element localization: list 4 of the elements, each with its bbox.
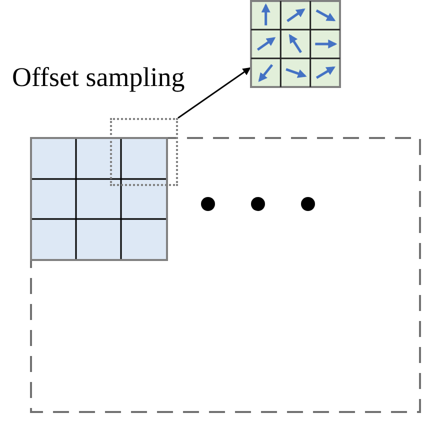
dotted-selection-box	[110, 118, 178, 186]
offset-arrow-grid-drawing	[250, 0, 341, 88]
offset-sampling-label: Offset sampling	[12, 62, 185, 93]
arrow	[178, 67, 251, 119]
